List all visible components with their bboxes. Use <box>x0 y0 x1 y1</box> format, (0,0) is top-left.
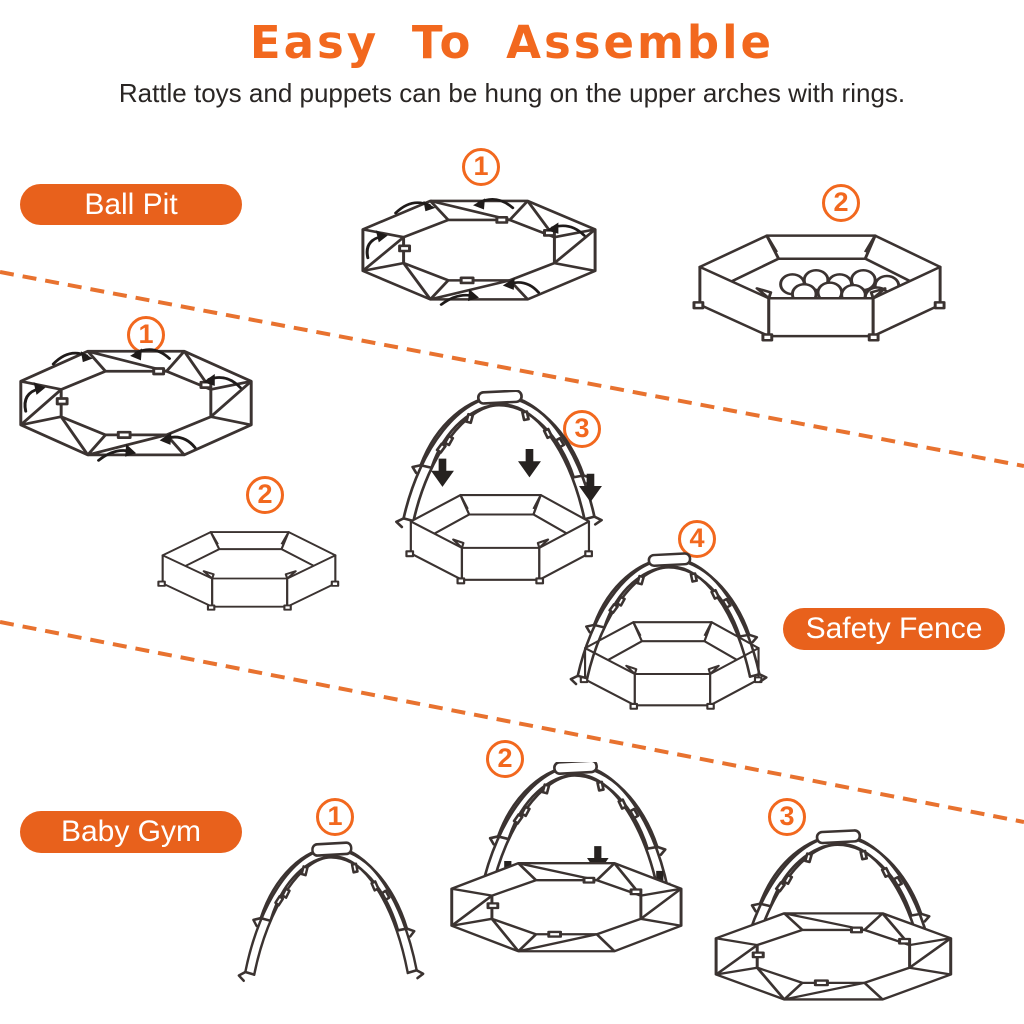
ball-pit-step1-folded-ring-drawing <box>361 196 597 307</box>
ball-pit-label: Ball Pit <box>20 184 242 225</box>
baby-gym-step-3-badge: 3 <box>768 798 806 836</box>
safety-fence-step-4-badge: 4 <box>678 520 716 558</box>
ball-pit-step-2-badge: 2 <box>822 184 860 222</box>
baby-gym-step-2-badge: 2 <box>486 740 524 778</box>
page-subtitle: Rattle toys and puppets can be hung on t… <box>118 78 906 108</box>
safety-fence-step4-assembled-drawing <box>569 551 768 710</box>
baby-gym-step2-attach-arches-drawing <box>450 762 683 953</box>
baby-gym-step-1-badge: 1 <box>316 798 354 836</box>
baby-gym-label: Baby Gym <box>20 811 242 853</box>
ball-pit-step-1-badge: 1 <box>462 148 500 186</box>
safety-fence-step2-hexagon-drawing <box>157 530 340 611</box>
safety-fence-label: Safety Fence <box>783 608 1005 650</box>
safety-fence-step-1-badge: 1 <box>127 316 165 354</box>
safety-fence-step1-folded-ring-drawing <box>19 347 253 462</box>
baby-gym-step3-assembled-drawing <box>714 828 953 1001</box>
down-arrow-icon <box>518 449 541 478</box>
safety-fence-step-3-badge: 3 <box>563 410 601 448</box>
safety-fence-step-2-badge: 2 <box>246 476 284 514</box>
page-title: Easy To Assemble <box>249 16 775 69</box>
baby-gym-step1-arches-drawing <box>237 841 425 983</box>
ball-pit-step2-assembled-drawing <box>692 234 946 342</box>
